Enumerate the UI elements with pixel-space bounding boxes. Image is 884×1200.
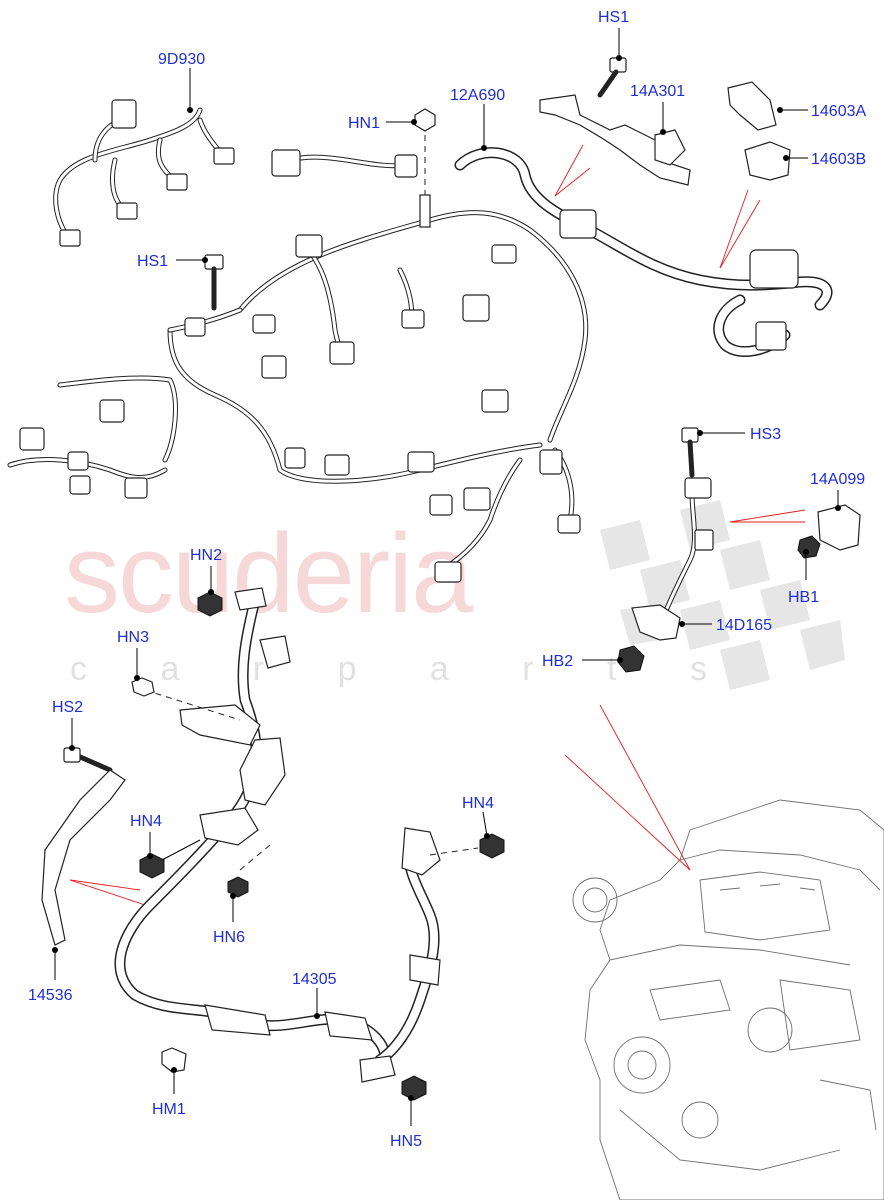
callout-hn3: HN3 — [117, 629, 149, 646]
callout-14d165: 14D165 — [716, 617, 772, 634]
callout-hb2: HB2 — [542, 653, 573, 670]
callout-hn1: HN1 — [348, 115, 380, 132]
injector-harness-9d930 — [53, 99, 235, 247]
hn1-nut — [414, 108, 436, 228]
callout-hn6: HN6 — [213, 929, 245, 946]
engine-illustration — [572, 799, 884, 1200]
callout-hs2: HS2 — [52, 699, 83, 716]
callout-hs1-top: HS1 — [598, 9, 629, 26]
callout-14a301: 14A301 — [630, 83, 685, 100]
leader-lines — [52, 28, 841, 1126]
callout-14305: 14305 — [292, 971, 337, 988]
callout-labels: HS1 9D930 12A690 14A301 14603A HN1 14603… — [28, 9, 866, 1150]
callout-14a099: 14A099 — [810, 471, 865, 488]
callout-hn5: HN5 — [390, 1133, 422, 1150]
callout-14603b: 14603B — [811, 151, 866, 168]
reference-lines — [69, 144, 806, 906]
callout-hn4-right: HN4 — [462, 795, 494, 812]
clip-14603a — [727, 81, 777, 131]
callout-hn4-left: HN4 — [130, 813, 162, 830]
callout-9d930: 9D930 — [158, 51, 205, 68]
callout-14603a: 14603A — [811, 103, 866, 120]
callout-14536: 14536 — [28, 987, 73, 1004]
main-engine-harness-12a690 — [7, 147, 833, 583]
clip-14603b — [744, 141, 791, 181]
bracket-14a301 — [539, 57, 691, 186]
callout-hb1: HB1 — [788, 589, 819, 606]
callout-hm1: HM1 — [152, 1101, 186, 1118]
hs1-left-bolt — [204, 254, 224, 311]
callout-hn2: HN2 — [190, 547, 222, 564]
lower-harness-14305 — [114, 587, 441, 1083]
lower-fasteners — [41, 591, 505, 1101]
watermark-tagline: c a r p a r t s — [70, 650, 739, 688]
callout-12a690: 12A690 — [450, 87, 505, 104]
ground-strap-14d165 — [617, 427, 861, 673]
callout-hs3: HS3 — [750, 426, 781, 443]
watermark: scuderia c a r p a r t s — [64, 500, 845, 690]
callout-hs1-left: HS1 — [137, 253, 168, 270]
watermark-brand: scuderia — [64, 511, 474, 636]
